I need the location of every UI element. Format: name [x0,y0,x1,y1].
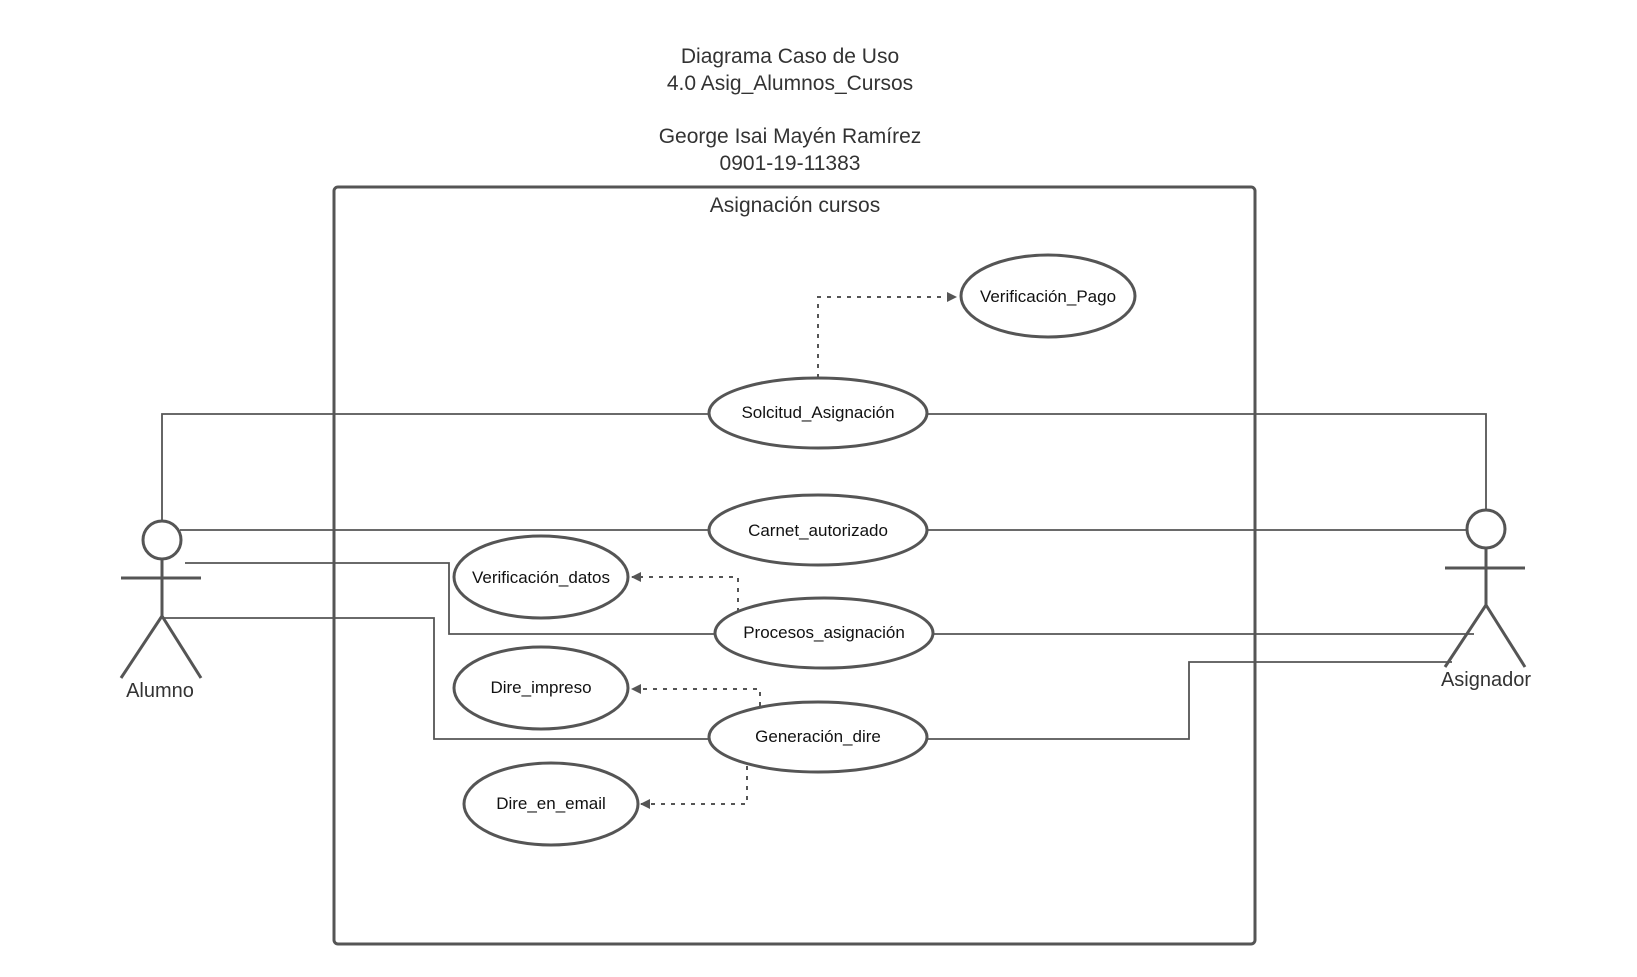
use-case-dire-en-email: Dire_en_email [462,761,640,847]
use-case-solcitud-asignacion: Solcitud_Asignación [707,376,929,450]
actor-asignador: Asignador [1441,508,1531,691]
assoc-generacion-asignador [927,661,1452,740]
actor-head [1465,508,1507,550]
use-case-carnet-autorizado: Carnet_autorizado [707,493,929,567]
dependencies [631,292,957,809]
author-id: 0901-19-11383 [720,152,861,175]
assoc-alumno-procesos [185,562,715,635]
assoc-solcitud-asignador [927,413,1487,510]
author-name: George Isai Mayén Ramírez [659,125,922,148]
use-case-procesos-asignacion: Procesos_asignación [713,596,935,670]
diagram-subtitle: 4.0 Asig_Alumnos_Cursos [667,72,913,95]
use-case-label: Verificación_Pago [980,287,1116,306]
actor-leg-left [1443,604,1488,668]
use-case-label: Solcitud_Asignación [741,403,894,422]
use-case-label: Dire_impreso [490,678,591,697]
system-boundary-label: Asignación cursos [710,194,880,217]
actor-leg-left [119,615,164,679]
dep-procesos-verificacion-datos [631,572,739,612]
use-case-label: Procesos_asignación [743,623,905,642]
actor-alumno: Alumno [119,519,203,702]
dep-solcitud-verificacion-pago [817,292,957,378]
associations [161,413,1487,740]
use-case-generacion-dire: Generación_dire [707,700,929,774]
actor-head [141,519,183,561]
dep-generacion-dire-impreso [631,684,761,706]
actor-label: Asignador [1441,669,1531,691]
use-case-dire-impreso: Dire_impreso [452,645,630,731]
system-boundary [332,185,1257,946]
diagram-header: Diagrama Caso de Uso 4.0 Asig_Alumnos_Cu… [659,45,922,175]
dep-generacion-dire-email [640,766,748,809]
use-case-label: Verificación_datos [472,568,610,587]
use-case-verificacion-pago: Verificación_Pago [959,253,1137,339]
actor-leg-right [160,615,203,679]
use-case-verificacion-datos: Verificación_datos [452,534,630,620]
use-case-label: Carnet_autorizado [748,521,888,540]
diagram-title: Diagrama Caso de Uso [681,45,899,68]
use-case-label: Dire_en_email [496,794,606,813]
actor-label: Alumno [126,680,194,702]
assoc-alumno-solcitud [161,413,710,520]
use-case-label: Generación_dire [755,727,881,746]
actor-leg-right [1484,604,1527,668]
assoc-alumno-generacion [162,617,710,740]
